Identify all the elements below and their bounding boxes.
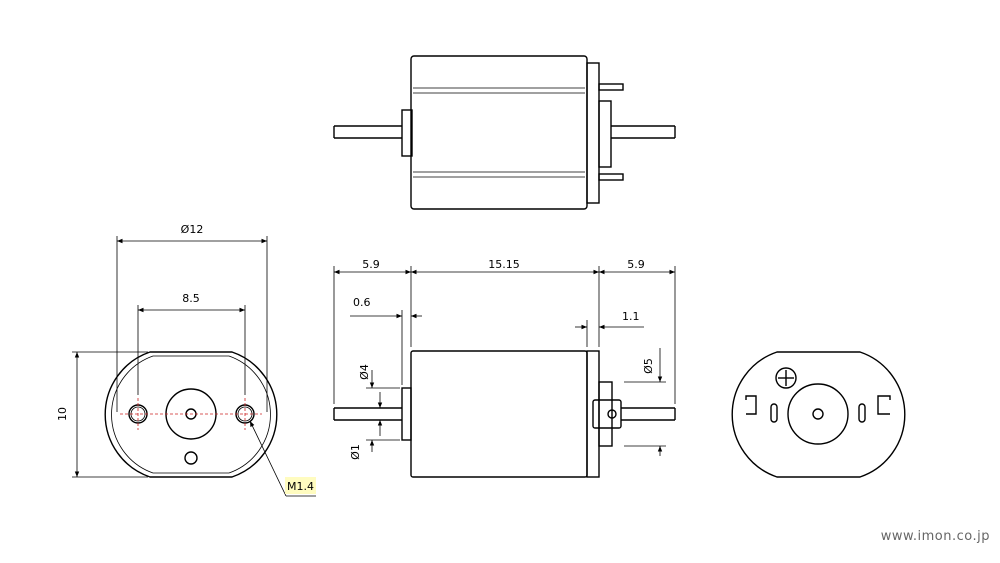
dim-body-length: 15.15 — [488, 258, 520, 271]
plus-terminal-icon — [775, 367, 797, 389]
dim-shaft-front-length: 5.9 — [362, 258, 380, 271]
dim-height-flat: 10 — [56, 407, 69, 421]
top-view — [333, 55, 676, 210]
side-view-dimensions: 5.9 15.15 5.9 0.6 1.1 Ø4 Ø1 Ø5 — [333, 258, 676, 460]
thread-callout-highlight — [285, 477, 316, 494]
dim-boss-front-diameter: Ø4 — [358, 364, 371, 380]
dim-shaft-rear-length: 5.9 — [627, 258, 645, 271]
dim-boss-rear-thickness: 1.1 — [622, 310, 640, 323]
dim-shaft-diameter: Ø1 — [349, 444, 362, 460]
watermark: www.imon.co.jp — [881, 529, 990, 544]
rear-view — [731, 351, 906, 478]
dim-boss-rear-diameter: Ø5 — [642, 358, 655, 374]
dim-diameter-body: Ø12 — [181, 223, 204, 236]
dim-boss-front-thickness: 0.6 — [353, 296, 371, 309]
front-view-dimensions: Ø12 8.5 10 M1.4 — [56, 223, 316, 497]
front-view — [104, 351, 278, 478]
side-view — [333, 350, 676, 478]
dim-hole-spacing: 8.5 — [182, 292, 200, 305]
dim-thread-callout: M1.4 — [287, 480, 314, 493]
